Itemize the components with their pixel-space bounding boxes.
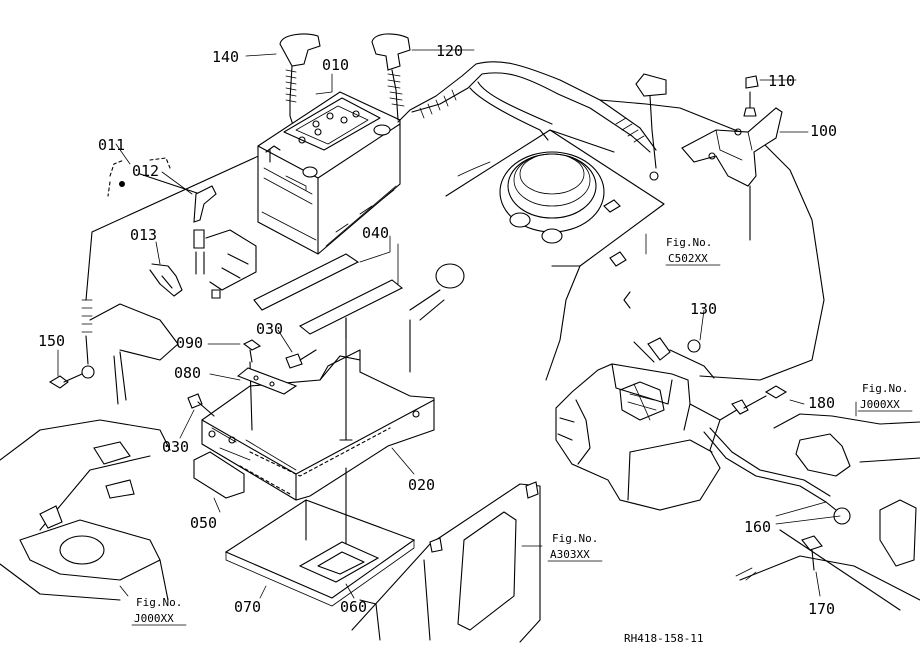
part-label: 130 bbox=[690, 300, 717, 318]
part-label: 050 bbox=[190, 514, 217, 532]
part-label: 080 bbox=[174, 364, 201, 382]
fig-ref-code: C502XX bbox=[668, 252, 708, 265]
bracket-100 bbox=[635, 73, 783, 241]
part-label: 040 bbox=[362, 224, 389, 242]
battery-cable-140 bbox=[81, 33, 321, 379]
leader-lines bbox=[57, 49, 857, 599]
part-label: 012 bbox=[132, 162, 159, 180]
pad-060 bbox=[298, 467, 380, 583]
battery-cable-120 bbox=[371, 33, 825, 381]
fig-ref-code: J000XX bbox=[134, 612, 174, 625]
fig-ref-code: J000XX bbox=[860, 398, 900, 411]
fig-ref-label: Fig.No. bbox=[136, 596, 182, 609]
pad-050 bbox=[193, 451, 245, 499]
drawing-code: RH418-158-11 bbox=[624, 632, 703, 645]
part-label: 013 bbox=[130, 226, 157, 244]
battery-pad-040 bbox=[253, 253, 404, 339]
part-label: 011 bbox=[98, 136, 125, 154]
panel-a303 bbox=[351, 481, 541, 643]
part-label: 070 bbox=[234, 598, 261, 616]
part-label: 100 bbox=[810, 122, 837, 140]
part-label: 060 bbox=[340, 598, 367, 616]
part-label: 150 bbox=[38, 332, 65, 350]
fig-ref-label: Fig.No. bbox=[666, 236, 712, 249]
pad-070 bbox=[224, 499, 416, 607]
bolt-030-top bbox=[285, 349, 317, 369]
battery-tray-020 bbox=[201, 317, 435, 501]
bolt-150 bbox=[48, 373, 83, 389]
cable-160 bbox=[703, 427, 851, 525]
frame-right bbox=[735, 413, 920, 611]
cable-tie-013 bbox=[149, 263, 183, 297]
part-label: 030 bbox=[162, 438, 189, 456]
fig-ref-code: A303XX bbox=[550, 548, 590, 561]
part-label: 110 bbox=[768, 72, 795, 90]
fig-ref-label: Fig.No. bbox=[862, 382, 908, 395]
cable-clamp-011 bbox=[107, 157, 217, 275]
engine-top-panel bbox=[445, 129, 665, 381]
battery-010 bbox=[257, 91, 401, 255]
frame-left bbox=[0, 351, 171, 601]
plate-080 bbox=[236, 367, 298, 395]
starter-motor bbox=[555, 363, 749, 511]
bolt-180 bbox=[743, 385, 788, 409]
part-label: 140 bbox=[212, 48, 239, 66]
fig-ref-label: Fig.No. bbox=[552, 532, 598, 545]
part-label: 160 bbox=[744, 518, 771, 536]
part-label: 020 bbox=[408, 476, 435, 494]
part-label: 170 bbox=[808, 600, 835, 618]
part-label: 120 bbox=[436, 42, 463, 60]
battery-holder-bracket bbox=[89, 229, 257, 361]
part-label: 010 bbox=[322, 56, 349, 74]
part-label: 090 bbox=[176, 334, 203, 352]
figure-references: Fig.No. C502XX Fig.No. J000XX Fig.No. A3… bbox=[131, 236, 913, 626]
part-label: 180 bbox=[808, 394, 835, 412]
part-labels: 140 010 120 110 100 011 012 013 040 150 … bbox=[38, 42, 837, 618]
bolt-170 bbox=[801, 535, 823, 571]
stay-130 bbox=[409, 263, 715, 379]
part-label: 030 bbox=[256, 320, 283, 338]
bolt-030-left bbox=[187, 393, 215, 417]
